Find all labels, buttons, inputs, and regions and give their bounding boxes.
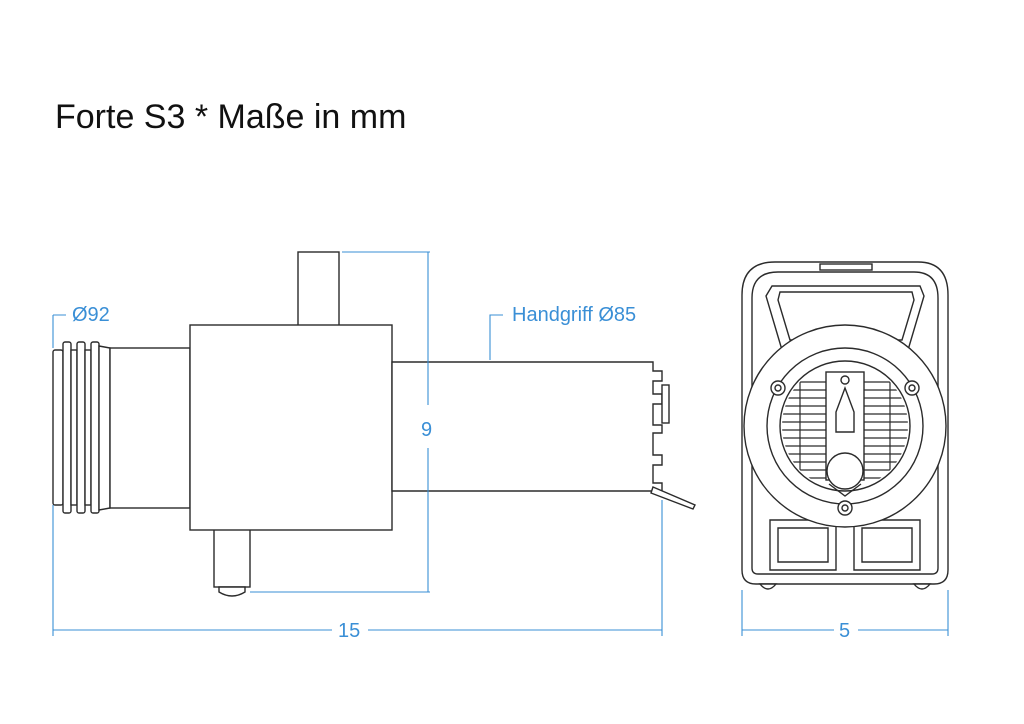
handle-diameter-label: Handgriff Ø85 [512, 304, 636, 326]
inlet-diameter-label: Ø92 [72, 304, 110, 326]
threaded-inlet [52, 341, 111, 514]
feet [758, 583, 932, 590]
inlet-tube [109, 347, 191, 509]
main-body [189, 324, 393, 531]
side-view [52, 251, 696, 597]
intake-grille [782, 363, 908, 497]
height-dimension-label: 9 [421, 419, 432, 441]
front-view [741, 261, 949, 590]
base-panels [769, 519, 921, 571]
dimension-lines [52, 251, 949, 636]
screws [770, 380, 920, 516]
width-dimension-label: 5 [839, 620, 850, 642]
handle-tube [391, 361, 696, 510]
page-title: Forte S3 * Maße in mm [55, 98, 407, 136]
length-dimension-label: 15 [338, 620, 360, 642]
